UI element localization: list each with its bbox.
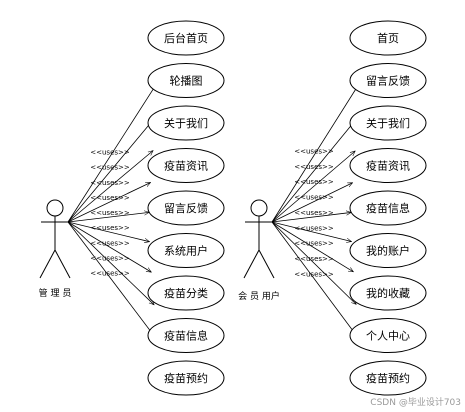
member-use-case[interactable] [349, 105, 427, 141]
member-use-case[interactable] [349, 360, 427, 396]
admin-uses-connector [67, 221, 151, 272]
admin-use-case[interactable] [147, 360, 225, 396]
member-uses-label: <<uses>> [294, 194, 334, 202]
admin-use-case-label: 疫苗分类 [164, 286, 208, 300]
member-uses-labels: <<uses>> <<uses>> <<uses>> <<uses>> <<uses>>… [294, 147, 334, 278]
admin-use-case[interactable] [147, 105, 225, 141]
admin-use-case-label: 系统用户 [164, 244, 208, 258]
member-use-case-label: 首页 [377, 31, 399, 45]
watermark: CSDN @毕业设计703 [370, 396, 461, 408]
member-uses-label: <<uses>> [294, 270, 334, 278]
admin-uses-label: <<uses>> [90, 224, 130, 232]
member-uses-label: <<uses>> [294, 255, 334, 263]
member-connectors [271, 80, 361, 339]
member-uses-label: <<uses>> [294, 178, 334, 186]
admin-use-case[interactable] [147, 275, 225, 311]
member-actor: 会 员 用户 [238, 199, 280, 302]
admin-uses-connector [67, 212, 149, 223]
admin-uses-label: <<uses>> [90, 209, 130, 217]
member-use-case[interactable] [349, 318, 427, 353]
admin-actor-leg-left [39, 249, 56, 279]
admin-use-case[interactable] [147, 318, 225, 353]
admin-uses-label: <<uses>> [90, 239, 130, 247]
admin-uses-label: <<uses>> [90, 179, 130, 187]
admin-uses-connector [67, 221, 157, 340]
admin-use-case[interactable] [147, 190, 225, 226]
admin-connectors [67, 80, 159, 340]
admin-uses-label: <<uses>> [90, 149, 130, 157]
admin-use-case[interactable] [147, 20, 225, 56]
member-use-case-label: 疫苗信息 [366, 201, 410, 215]
member-use-case-label: 留言反馈 [366, 75, 410, 88]
admin-uses-connector [67, 80, 159, 223]
admin-uses-connector [67, 116, 156, 223]
admin-uses-label: <<uses>> [90, 194, 130, 202]
member-use-case-label: 我的收藏 [366, 286, 410, 300]
member-uses-connector [271, 221, 359, 339]
member-actor-leg-right [258, 249, 275, 279]
member-use-case[interactable] [349, 63, 427, 98]
admin-uses-label: <<uses>> [90, 164, 130, 172]
admin-use-case-label: 留言反馈 [164, 202, 208, 215]
member-uses-connector [271, 221, 356, 304]
admin-uses-connector [67, 221, 154, 305]
admin-use-case-label: 疫苗资讯 [164, 159, 208, 173]
member-uses-connector [271, 221, 352, 242]
member-group: <<uses>> <<uses>> <<uses>> <<uses>> <<uses>>… [238, 20, 427, 396]
admin-use-case[interactable] [147, 233, 225, 268]
admin-uses-label: <<uses>> [90, 254, 130, 262]
member-use-case[interactable] [349, 20, 427, 56]
admin-use-case-label: 后台首页 [164, 31, 208, 45]
admin-uses-connector [67, 182, 151, 223]
member-use-case-label: 关于我们 [366, 116, 410, 130]
member-use-case-label: 疫苗资讯 [366, 159, 410, 173]
member-use-case[interactable] [349, 233, 427, 268]
member-uses-connector [271, 182, 353, 223]
admin-use-case[interactable] [147, 148, 225, 183]
admin-actor-label: 管 理 员 [39, 287, 72, 299]
member-uses-connector [271, 117, 358, 223]
member-uses-label: <<uses>> [294, 147, 334, 155]
admin-uses-label: <<uses>> [90, 270, 130, 278]
admin-uses-labels: <<uses>> <<uses>> <<uses>> <<uses>> <<uses>>… [90, 149, 130, 278]
admin-use-case-label: 轮播图 [170, 74, 203, 88]
admin-use-case-label: 疫苗预约 [164, 371, 208, 385]
member-uses-label: <<uses>> [294, 163, 334, 171]
member-uses-connector [271, 151, 355, 223]
admin-use-case-label: 疫苗信息 [164, 329, 208, 343]
member-use-case[interactable] [349, 275, 427, 311]
admin-use-case-label: 关于我们 [164, 116, 208, 130]
member-use-case[interactable] [349, 190, 427, 226]
admin-uses-connector [67, 151, 153, 223]
admin-use-case[interactable] [147, 63, 225, 98]
member-use-case-label: 个人中心 [366, 330, 410, 343]
member-uses-connector [271, 212, 351, 223]
member-uses-label: <<uses>> [294, 209, 334, 217]
member-uses-connector [271, 80, 361, 223]
admin-actor: 管 理 员 [39, 199, 72, 299]
member-actor-head [250, 199, 268, 217]
member-actor-leg-left [243, 249, 260, 279]
member-use-case-label: 我的账户 [366, 244, 410, 258]
admin-group: <<uses>> <<uses>> <<uses>> <<uses>> <<uses>>… [39, 20, 225, 396]
member-uses-label: <<uses>> [294, 240, 334, 248]
member-uses-label: <<uses>> [294, 224, 334, 232]
member-use-case[interactable] [349, 148, 427, 183]
member-use-case-label: 疫苗预约 [366, 371, 410, 385]
admin-uses-connector [67, 221, 150, 242]
member-actor-label: 会 员 用户 [238, 290, 280, 302]
admin-actor-leg-right [54, 249, 71, 279]
admin-actor-head [46, 199, 64, 217]
member-uses-connector [271, 221, 353, 272]
